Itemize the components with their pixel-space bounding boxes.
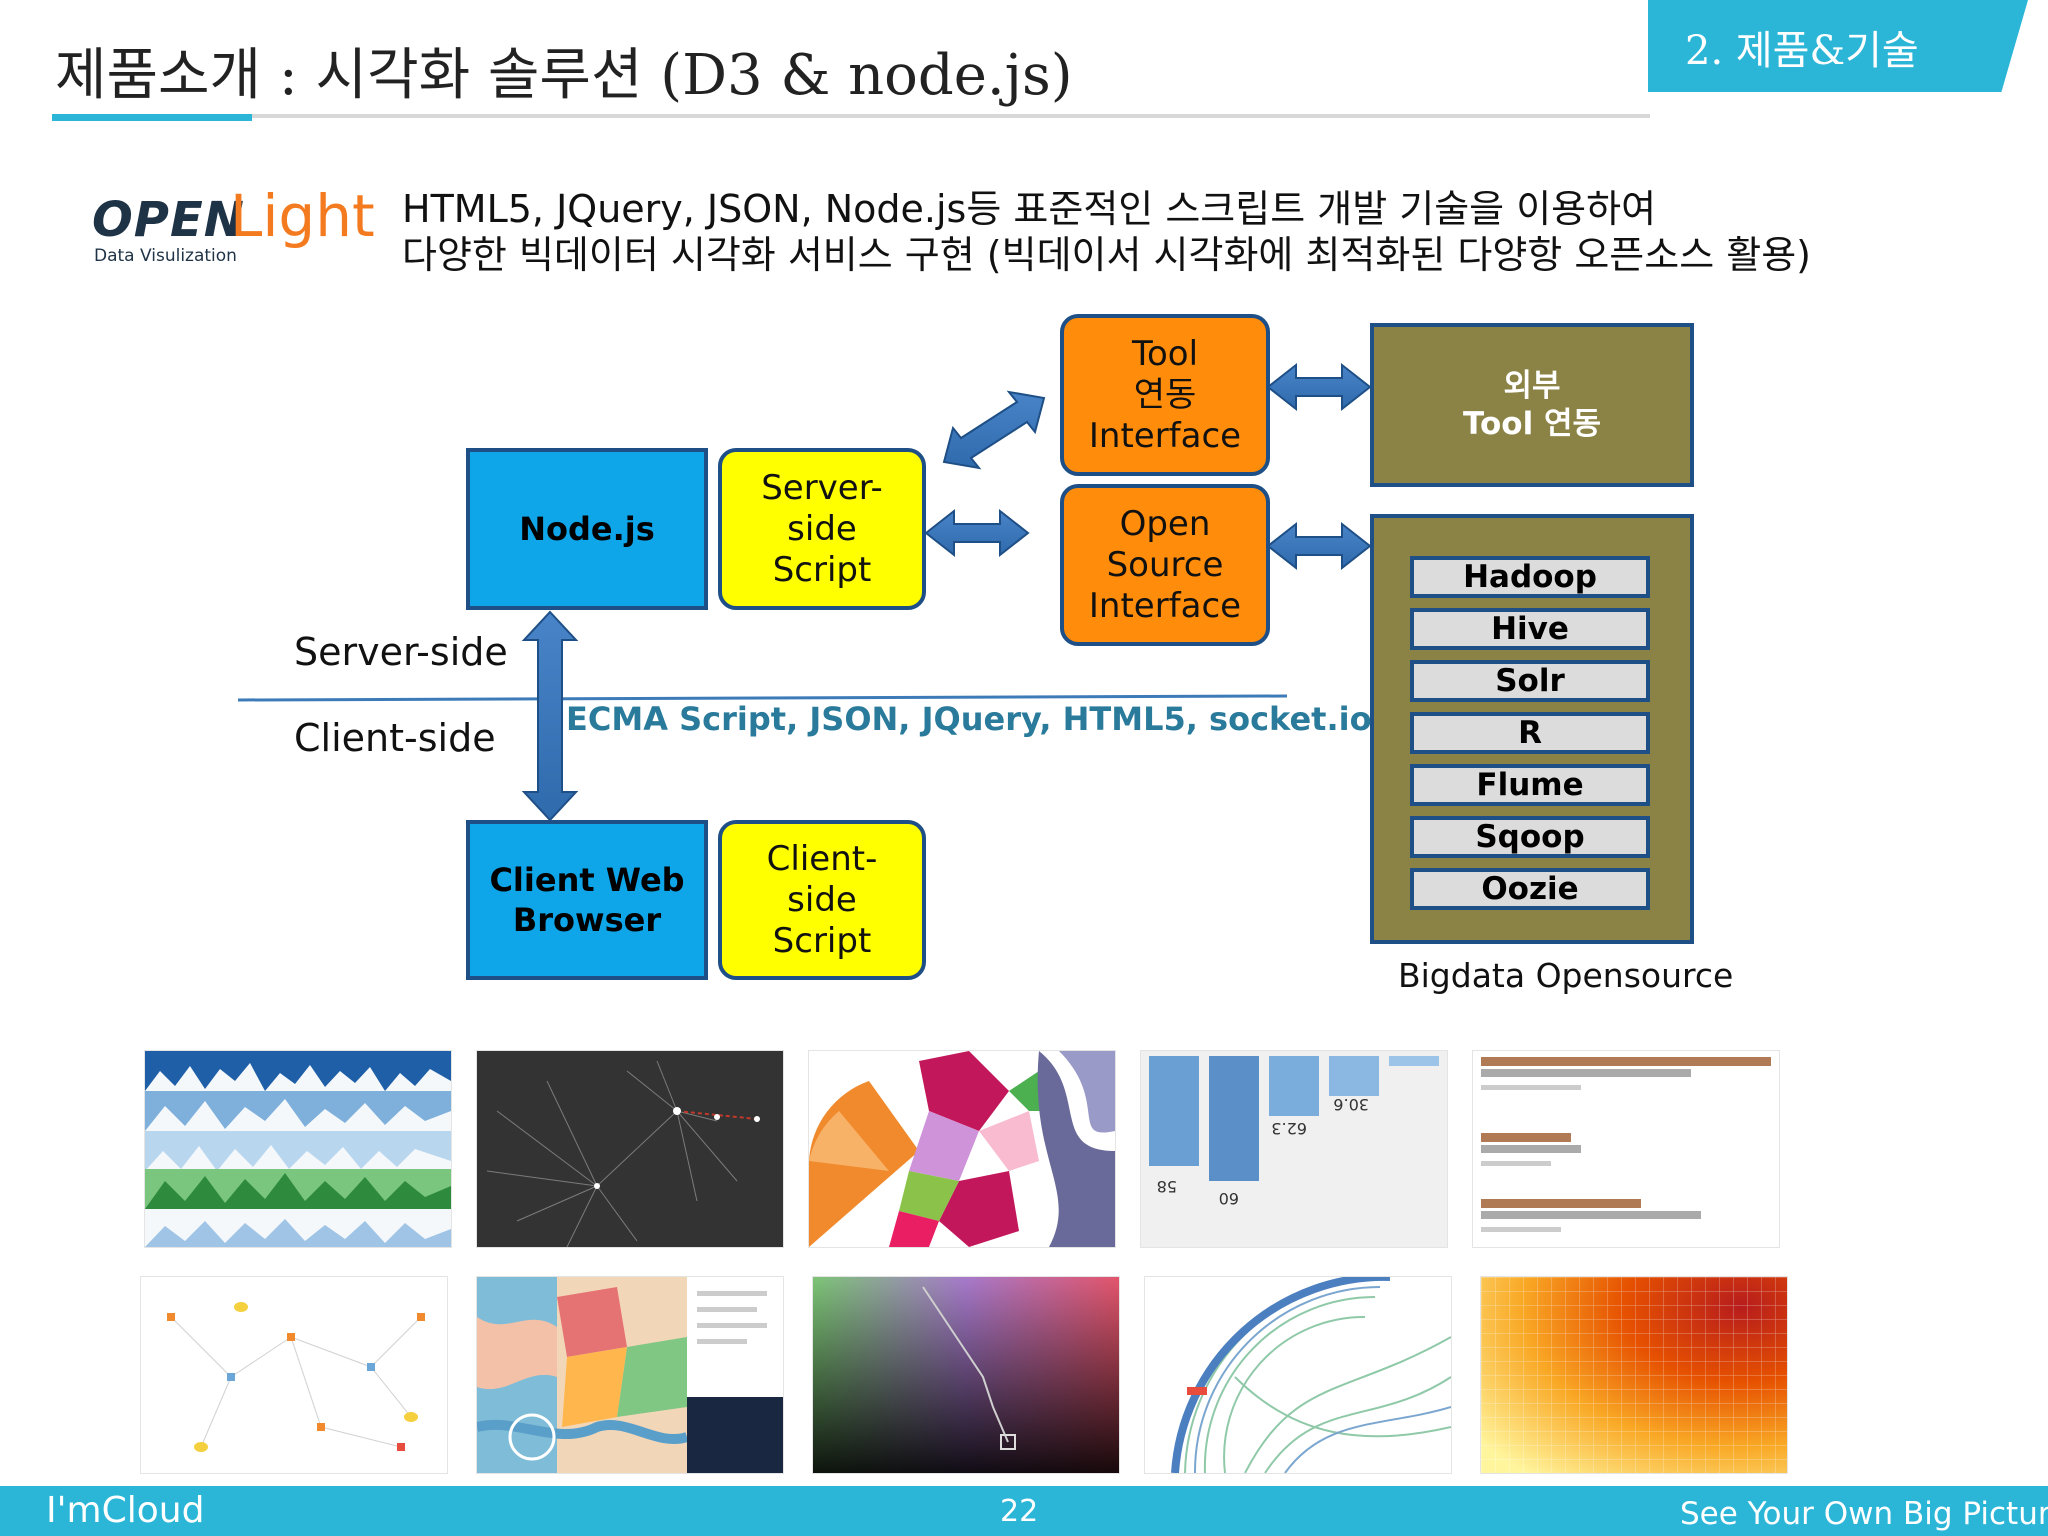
title-accent-bar xyxy=(52,114,252,121)
bar-chart-thumb: 58 60 62.3 30.6 xyxy=(1140,1050,1448,1248)
nodejs-box: Node.js xyxy=(466,448,708,610)
open-source-line-1: Open xyxy=(1119,503,1211,544)
heatmap-thumb xyxy=(1480,1276,1788,1474)
svg-text:58: 58 xyxy=(1157,1177,1177,1196)
client-script-box: Client- side Script xyxy=(718,820,926,980)
voronoi-sunburst-thumb xyxy=(808,1050,1116,1248)
description-line-1: HTML5, JQuery, JSON, Node.js등 표준적인 스크립트 … xyxy=(402,187,1657,231)
tool-interface-box: Tool 연동 Interface xyxy=(1060,314,1270,476)
stack-item-sqoop: Sqoop xyxy=(1410,816,1650,858)
external-tool-line-1: 외부 xyxy=(1503,368,1561,404)
section-tab xyxy=(1648,0,2028,92)
title-divider xyxy=(52,114,1650,118)
server-script-line-3: Script xyxy=(772,549,872,590)
svg-text:62.3: 62.3 xyxy=(1271,1119,1307,1138)
stack-item-hadoop: Hadoop xyxy=(1410,556,1650,598)
footer-tagline: See Your Own Big Picture xyxy=(1680,1496,2048,1532)
streamgraph-thumb xyxy=(144,1050,452,1248)
tool-interface-line-3: Interface xyxy=(1088,415,1242,456)
hadoop-stack-container: Hadoop Hive Solr R Flume Sqoop Oozie xyxy=(1370,514,1694,944)
openlight-logo: OPEN Light Data Visulization xyxy=(92,182,382,268)
stack-item-flume: Flume xyxy=(1410,764,1650,806)
svg-text:60: 60 xyxy=(1219,1189,1239,1208)
tool-external-arrow xyxy=(1266,362,1372,412)
horizontal-bar-thumb xyxy=(1472,1050,1780,1248)
footer-bar xyxy=(0,1486,2048,1536)
color-gradient-thumb xyxy=(812,1276,1120,1474)
slide-title: 제품소개 : 시각화 솔루션 (D3 & node.js) xyxy=(55,43,1073,108)
client-script-line-2: side xyxy=(787,879,857,920)
svg-text:30.6: 30.6 xyxy=(1333,1095,1369,1114)
server-client-divider xyxy=(237,694,1288,702)
logo-light-text: Light xyxy=(230,182,375,250)
opensource-hadoop-arrow xyxy=(1266,521,1372,571)
footer-brand: I'mCloud xyxy=(46,1490,205,1531)
server-script-box: Server- side Script xyxy=(718,448,926,610)
tool-interface-line-2: 연동 xyxy=(1133,374,1197,415)
logo-subtitle: Data Visulization xyxy=(94,246,237,266)
bigdata-opensource-label: Bigdata Opensource xyxy=(1398,956,1734,995)
stack-item-hive: Hive xyxy=(1410,608,1650,650)
open-source-line-2: Source xyxy=(1106,544,1224,585)
section-label: 2. 제품&기술 xyxy=(1685,28,1919,74)
external-tool-line-2: Tool 연동 xyxy=(1462,406,1602,442)
client-browser-line-1: Client Web xyxy=(489,861,685,899)
client-side-label: Client-side xyxy=(294,716,496,760)
tool-interface-line-1: Tool xyxy=(1131,333,1199,374)
node-graph-thumb xyxy=(140,1276,448,1474)
chord-diagram-thumb xyxy=(1144,1276,1452,1474)
logo-open-text: OPEN xyxy=(92,192,245,248)
client-script-line-3: Script xyxy=(772,920,872,961)
open-source-line-3: Interface xyxy=(1088,585,1242,626)
tech-stack-label: ECMA Script, JSON, JQuery, HTML5, socket… xyxy=(566,700,1372,738)
client-browser-box: Client Web Browser xyxy=(466,820,708,980)
open-source-interface-box: Open Source Interface xyxy=(1060,484,1270,646)
stack-item-solr: Solr xyxy=(1410,660,1650,702)
stack-item-oozie: Oozie xyxy=(1410,868,1650,910)
server-script-line-2: side xyxy=(787,508,857,549)
external-tool-box: 외부 Tool 연동 xyxy=(1370,323,1694,487)
server-side-label: Server-side xyxy=(294,630,508,674)
map-thumb xyxy=(476,1276,784,1474)
client-browser-line-2: Browser xyxy=(512,901,662,939)
stack-item-r: R xyxy=(1410,712,1650,754)
page-number: 22 xyxy=(1000,1494,1039,1529)
server-script-line-1: Server- xyxy=(761,467,883,508)
force-network-thumb xyxy=(476,1050,784,1248)
script-interface-arrow xyxy=(924,508,1030,558)
client-script-line-1: Client- xyxy=(766,838,878,879)
description-line-2: 다양한 빅데이터 시각화 서비스 구현 (빅데이서 시각화에 최적화된 다양항 … xyxy=(402,233,1812,277)
diagram-connectors xyxy=(237,362,1372,822)
nodejs-label: Node.js xyxy=(519,510,655,548)
diagonal-double-arrow xyxy=(942,390,1046,470)
